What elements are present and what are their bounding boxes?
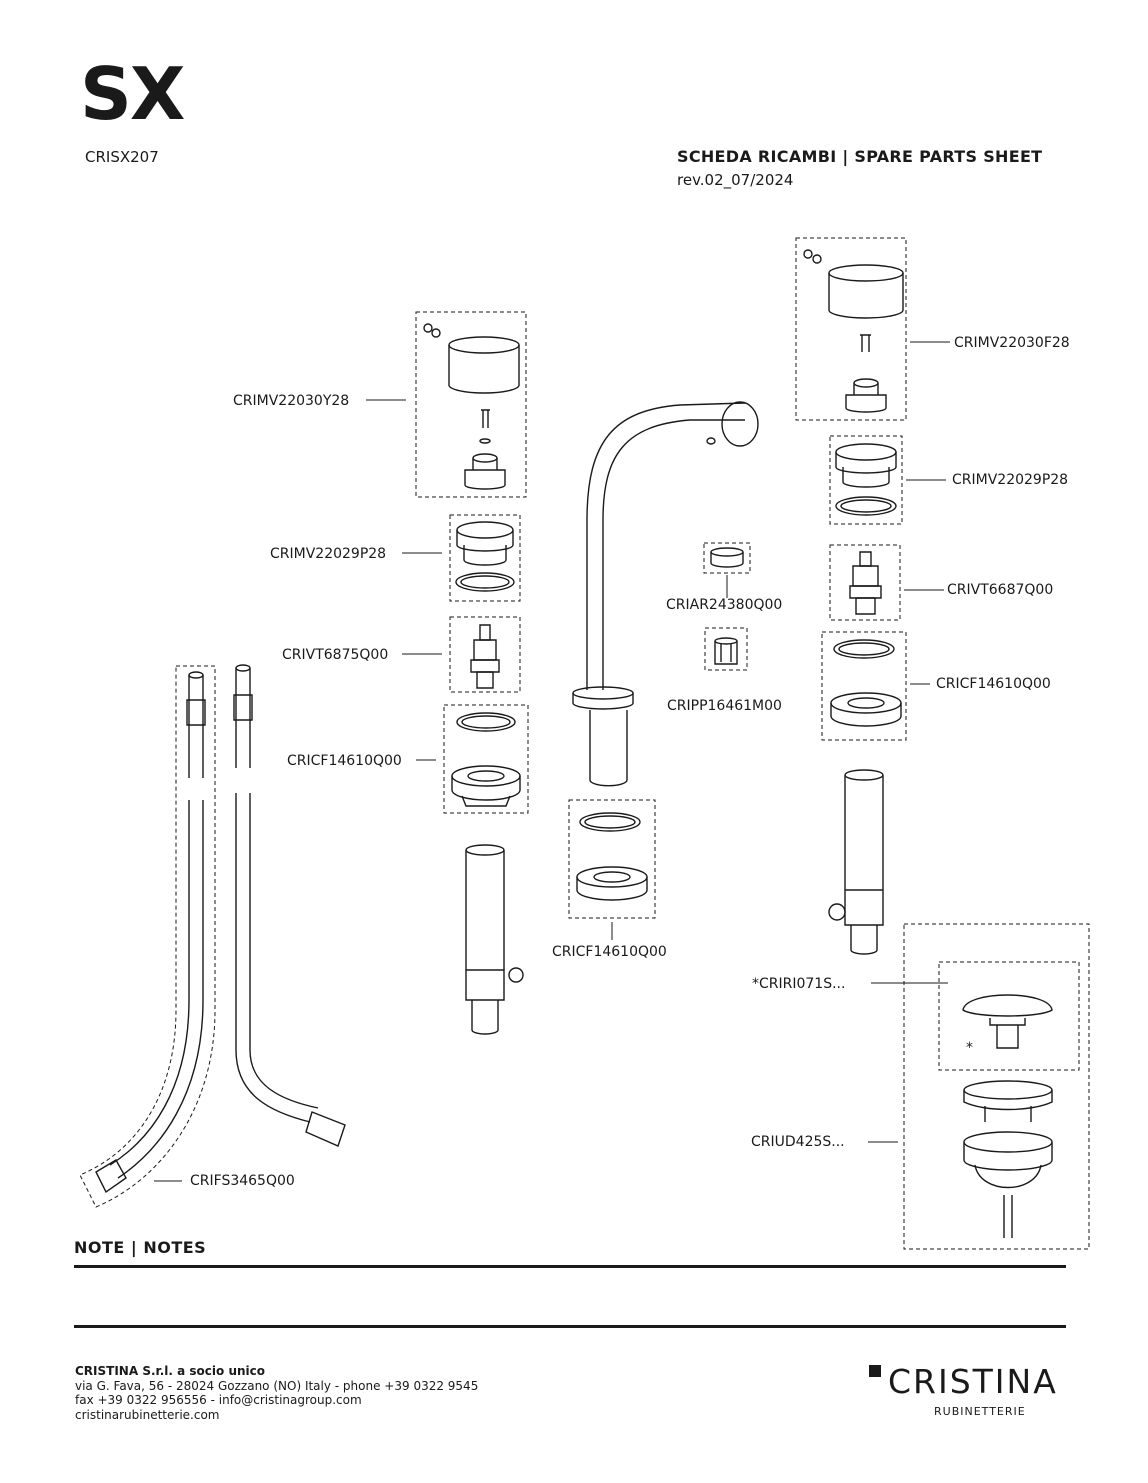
right-bushing-drawing — [835, 443, 897, 516]
left-bushing-drawing — [455, 521, 515, 592]
company-contacts: fax +39 0322 956556 - info@cristinagroup… — [75, 1393, 362, 1407]
left-cartridge-drawing — [470, 624, 500, 689]
drain-cap-drawing — [962, 994, 1053, 1049]
brand-logo-subtitle: RUBINETTERIE — [934, 1405, 1026, 1418]
model-title: SX — [80, 52, 185, 136]
part-label-aerator: CRIAR24380Q00 — [666, 597, 783, 613]
drain-body-drawing — [963, 1080, 1053, 1238]
left-flange-drawing — [451, 712, 521, 807]
notes-top-rule — [74, 1265, 1066, 1268]
right-handle-drawing — [803, 249, 904, 413]
right-cartridge-drawing — [849, 551, 882, 615]
brand-logo-name: CRISTINA — [888, 1362, 1058, 1401]
spout-drawing — [572, 401, 759, 787]
notes-bottom-rule — [74, 1325, 1066, 1328]
company-address: via G. Fava, 56 - 28024 Gozzano (NO) Ita… — [75, 1378, 479, 1393]
part-label-right-bushing: CRIMV22029P28 — [952, 472, 1069, 488]
footer-company-info: CRISTINA S.r.l. a socio unico via G. Fav… — [75, 1364, 478, 1422]
part-label-right-handle: CRIMV22030F28 — [954, 335, 1070, 351]
company-website[interactable]: cristinarubinetterie.com — [75, 1407, 220, 1422]
left-riser-drawing — [465, 844, 524, 1035]
part-label-spout-flange: CRICF14610Q00 — [552, 944, 667, 960]
part-label-hoses: CRIFS3465Q00 — [190, 1173, 295, 1189]
left-handle-drawing — [423, 323, 520, 490]
product-code: CRISX207 — [85, 148, 159, 166]
part-label-left-bushing: CRIMV22029P28 — [270, 546, 387, 562]
part-label-drain: CRIUD425S... — [751, 1134, 845, 1150]
part-label-right-cartridge: CRIVT6687Q00 — [947, 582, 1054, 598]
part-label-drain-cap: *CRIRI071S... — [752, 976, 846, 992]
flow-limiter-drawing — [714, 637, 738, 665]
right-riser-drawing — [828, 769, 884, 955]
spout-flange-drawing — [576, 812, 648, 901]
drain-cap-asterisk: * — [966, 1040, 973, 1056]
part-label-left-cartridge: CRIVT6875Q00 — [282, 647, 389, 663]
notes-title: NOTE | NOTES — [74, 1238, 207, 1257]
part-label-left-flange: CRICF14610Q00 — [287, 753, 402, 769]
right-flange-drawing — [830, 639, 902, 727]
revision-label: rev.02_07/2024 — [677, 171, 794, 189]
part-label-flow-limiter: CRIPP16461M00 — [667, 698, 782, 714]
company-name: CRISTINA S.r.l. a socio unico — [75, 1364, 265, 1378]
sheet-title: SCHEDA RICAMBI | SPARE PARTS SHEET — [677, 147, 1043, 166]
left-handle-group-box — [415, 311, 527, 498]
aerator-drawing — [710, 547, 744, 568]
hoses-drawing — [95, 664, 346, 1194]
brand-logo-square — [869, 1365, 881, 1377]
part-label-right-flange: CRICF14610Q00 — [936, 676, 1051, 692]
part-label-left-handle: CRIMV22030Y28 — [233, 393, 350, 409]
